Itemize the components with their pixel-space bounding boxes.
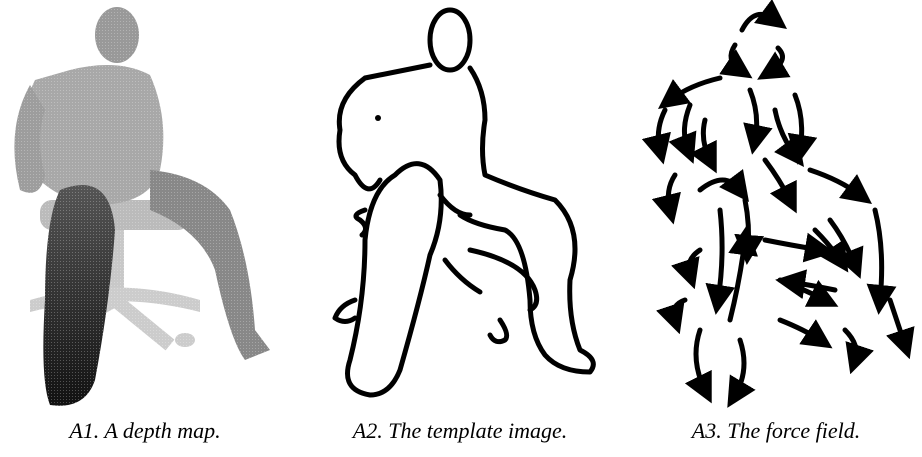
person-outline <box>335 10 593 395</box>
template-image-caption: A2. The template image. <box>310 418 610 450</box>
depth-map-panel <box>0 0 290 410</box>
shoulder-mark <box>375 115 381 121</box>
template-image-figure <box>310 0 610 410</box>
template-image-panel <box>310 0 610 410</box>
force-field-caption: A3. The force field. <box>630 418 922 450</box>
force-field-figure <box>630 0 922 410</box>
force-field-panel <box>630 0 922 410</box>
depth-map-figure <box>0 0 290 410</box>
person-silhouette <box>0 0 290 410</box>
force-arrows <box>658 14 905 395</box>
depth-map-caption: A1. A depth map. <box>0 418 290 450</box>
